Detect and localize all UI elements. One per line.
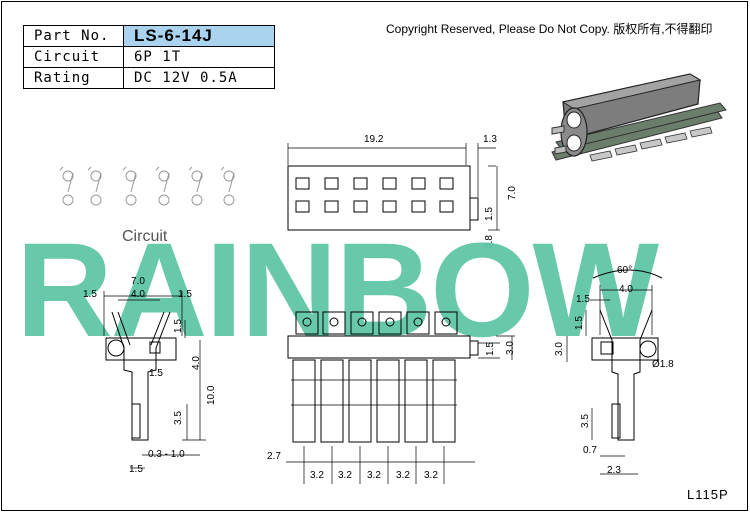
dim-pitch-2: 3.2 (338, 470, 352, 481)
dim-front-height-1: 1.5 (485, 342, 496, 356)
rating-value: DC 12V 0.5A (123, 67, 275, 89)
dim-left-side-b: 1.5 (178, 289, 192, 300)
dim-right-inner: 4.0 (619, 284, 633, 295)
dim-right-vert-3: 3.5 (580, 414, 591, 428)
copyright-notice: Copyright Reserved, Please Do Not Copy. … (386, 22, 713, 36)
circuit-value: 6P 1T (123, 46, 275, 68)
dim-left-vert-5: 10.0 (206, 385, 217, 405)
watermark-text: RAINBOW (16, 216, 660, 365)
dim-left-vert-3: 4.0 (191, 356, 202, 370)
dim-right-bottom-2: 2.3 (607, 465, 621, 476)
dim-right-angle: 60° (617, 265, 632, 276)
dim-left-side-a: 1.5 (83, 289, 97, 300)
dim-left-inner: 4.0 (131, 289, 145, 300)
dim-top-height: 7.0 (507, 186, 518, 200)
dim-right-vert-1: 1.5 (574, 316, 585, 330)
rating-label: Rating (23, 67, 124, 89)
dim-right-side: 1.5 (576, 294, 590, 305)
drawing-code: L115P (687, 487, 729, 502)
circuit-diagram (59, 166, 235, 206)
dim-pitch-3: 3.2 (367, 470, 381, 481)
top-view (287, 143, 500, 231)
dim-right-bottom-1: 0.7 (583, 445, 597, 456)
product-render (551, 73, 727, 162)
side-view-left (103, 291, 206, 469)
dim-top-small-1: 1.5 (484, 207, 495, 221)
dim-right-dia: Ø1.8 (652, 359, 674, 370)
dim-top-offset: 1.3 (483, 134, 497, 145)
dim-pitch-5: 3.2 (424, 470, 438, 481)
spec-table: Part No. LS-6-14J Circuit 6P 1T Rating D… (23, 25, 275, 89)
side-view-right (566, 269, 663, 475)
front-view (286, 311, 515, 484)
dim-top-width: 19.2 (364, 134, 384, 145)
dim-left-range: 0.3 - 1.0 (148, 449, 185, 460)
dim-top-small-2: 0.8 (484, 235, 495, 249)
dim-left-vert-1: 1.5 (173, 319, 184, 333)
dim-left-bottom: 1.5 (129, 464, 143, 475)
dim-left-vert-2: 1.5 (149, 368, 163, 379)
dim-left-width-total: 7.0 (131, 276, 145, 287)
circuit-diagram-label: Circuit (122, 228, 168, 245)
dim-front-height-2: 3.0 (505, 341, 516, 355)
dim-right-vert-2: 3.0 (554, 342, 565, 356)
dim-front-left: 2.7 (267, 451, 281, 462)
dim-left-vert-4: 3.5 (173, 411, 184, 425)
dim-pitch-1: 3.2 (310, 470, 324, 481)
dim-pitch-4: 3.2 (396, 470, 410, 481)
